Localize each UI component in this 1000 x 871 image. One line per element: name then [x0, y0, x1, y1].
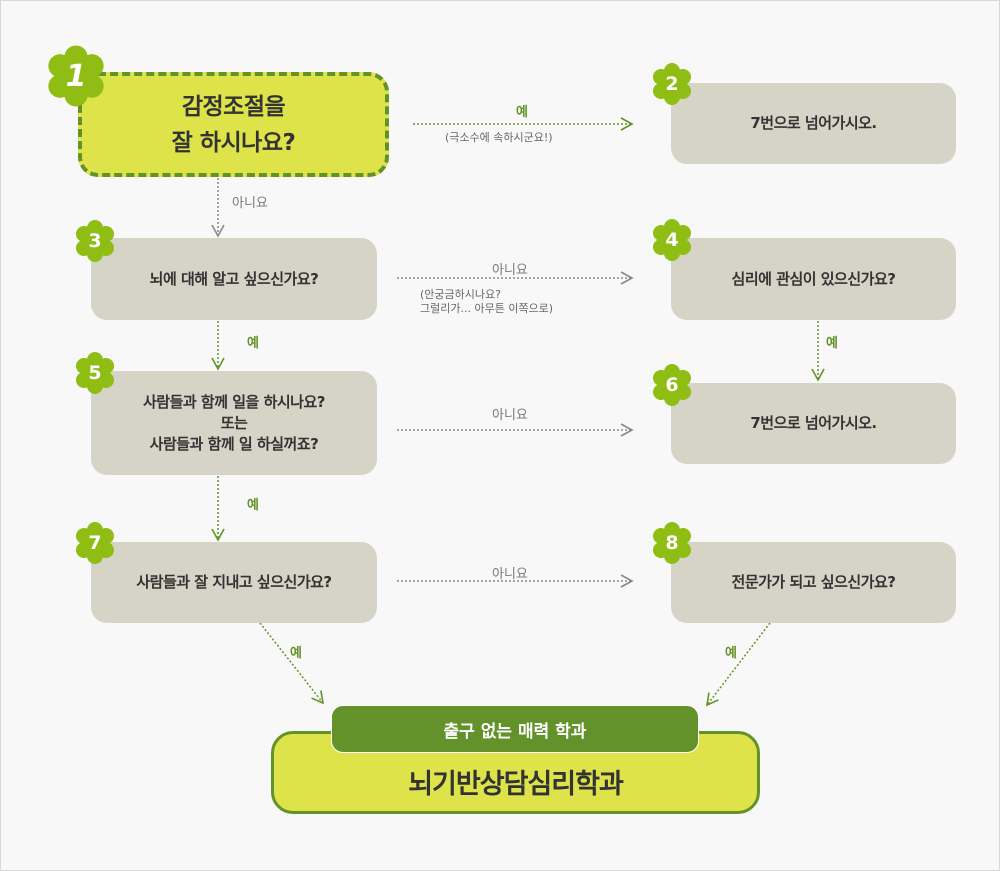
edge-note-1-2: (극소수에 속하시군요!) [445, 131, 553, 144]
node-4-text: 심리에 관심이 있으신가요? [731, 269, 896, 288]
badge-number: 2 [665, 73, 679, 95]
flower-badge-4: 4 [650, 218, 694, 262]
flower-badge-8: 8 [650, 521, 694, 565]
node-3-text: 뇌에 대해 알고 싶으신가요? [149, 269, 319, 288]
node-1-text: 감정조절을 잘 하시나요? [171, 93, 296, 156]
node-3: 뇌에 대해 알고 싶으신가요? [91, 238, 377, 320]
edge-label-5-7: 예 [247, 498, 259, 513]
flower-icon [653, 63, 691, 105]
arrow-7-to-result [259, 622, 325, 705]
result-tag: 출구 없는 매력 학과 [331, 705, 699, 753]
node-2: 7번으로 넘어가시오. [671, 83, 956, 164]
node-6: 7번으로 넘어가시오. [671, 383, 956, 464]
badge-number: 3 [88, 230, 102, 252]
node-1: 감정조절을 잘 하시나요? [78, 72, 389, 177]
flower-badge-6: 6 [650, 363, 694, 407]
node-4: 심리에 관심이 있으신가요? [671, 238, 956, 320]
flower-badge-7: 7 [73, 521, 117, 565]
arrow-8-to-result [705, 622, 771, 707]
node-2-text: 7번으로 넘어가시오. [750, 114, 877, 132]
badge-number: 1 [65, 58, 87, 94]
node-7: 사람들과 잘 지내고 싶으신가요? [91, 542, 377, 623]
result-title: 뇌기반상담심리학과 [408, 769, 624, 800]
edge-note-3-4: (안궁금하시나요? 그럴리가... 아무튼 이쪽으로) [420, 288, 554, 315]
badge-number: 8 [665, 532, 679, 554]
flower-badge-5: 5 [73, 351, 117, 395]
badge-number: 5 [88, 362, 102, 384]
flower-icon [653, 522, 691, 564]
node-5-text: 사람들과 함께 일을 하시나요? 또는 사람들과 함께 일 하실꺼죠? [143, 392, 325, 453]
edge-label-3-5: 예 [247, 336, 259, 351]
node-7-text: 사람들과 잘 지내고 싶으신가요? [136, 573, 332, 591]
edge-label-5-6: 아니요 [492, 408, 528, 423]
badge-number: 6 [665, 374, 679, 396]
edge-label-1-3: 아니요 [232, 196, 268, 211]
flower-icon [76, 352, 114, 394]
flower-icon [653, 219, 691, 261]
flower-badge-1: 1 [44, 44, 108, 108]
node-8-text: 전문가가 되고 싶으신가요? [731, 573, 896, 591]
edge-label-7-result: 예 [290, 646, 302, 661]
badge-number: 4 [665, 229, 679, 251]
edge-label-4-6: 예 [826, 336, 838, 351]
flower-icon [76, 522, 114, 564]
badge-number: 7 [88, 532, 102, 554]
edge-label-3-4: 아니요 [492, 263, 528, 278]
node-6-text: 7번으로 넘어가시오. [750, 414, 877, 432]
edge-label-1-2: 예 [516, 105, 528, 120]
flower-badge-2: 2 [650, 62, 694, 106]
flower-icon [653, 364, 691, 406]
edge-label-8-result: 예 [725, 646, 737, 661]
node-5: 사람들과 함께 일을 하시나요? 또는 사람들과 함께 일 하실꺼죠? [91, 371, 377, 475]
flower-badge-3: 3 [73, 219, 117, 263]
flower-icon [76, 220, 114, 262]
edge-label-7-8: 아니요 [492, 567, 528, 582]
node-8: 전문가가 되고 싶으신가요? [671, 542, 956, 623]
